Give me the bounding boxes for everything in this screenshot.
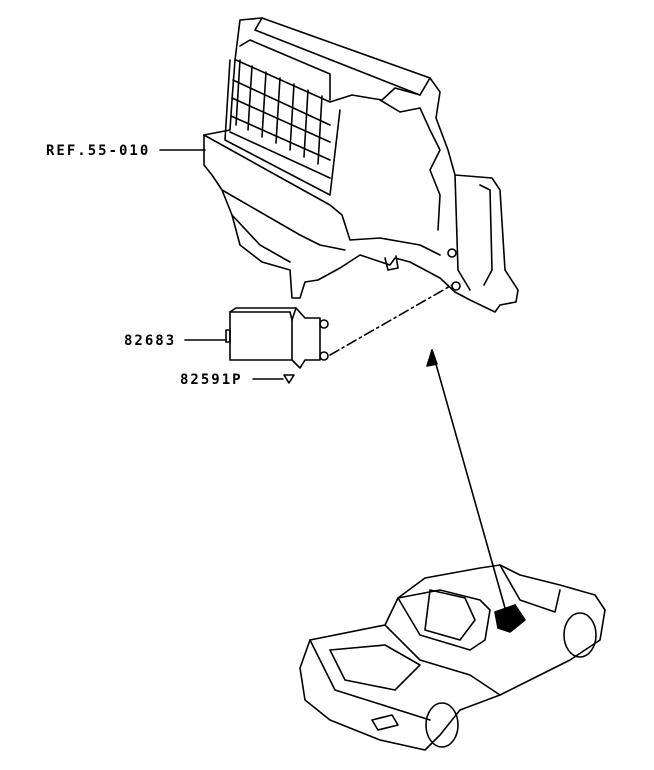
label-part-82591p: 82591P [180,372,243,388]
vehicle-drawing [299,564,606,751]
arrow-head [426,349,438,367]
location-arrow [431,349,506,609]
label-ref-55-010: REF.55-010 [46,143,151,159]
assembly-dash-line [329,284,453,356]
screw-icon [283,374,295,384]
heater-unit-drawing [203,17,519,313]
label-part-82683: 82683 [124,333,177,349]
actuator-drawing [225,307,329,369]
